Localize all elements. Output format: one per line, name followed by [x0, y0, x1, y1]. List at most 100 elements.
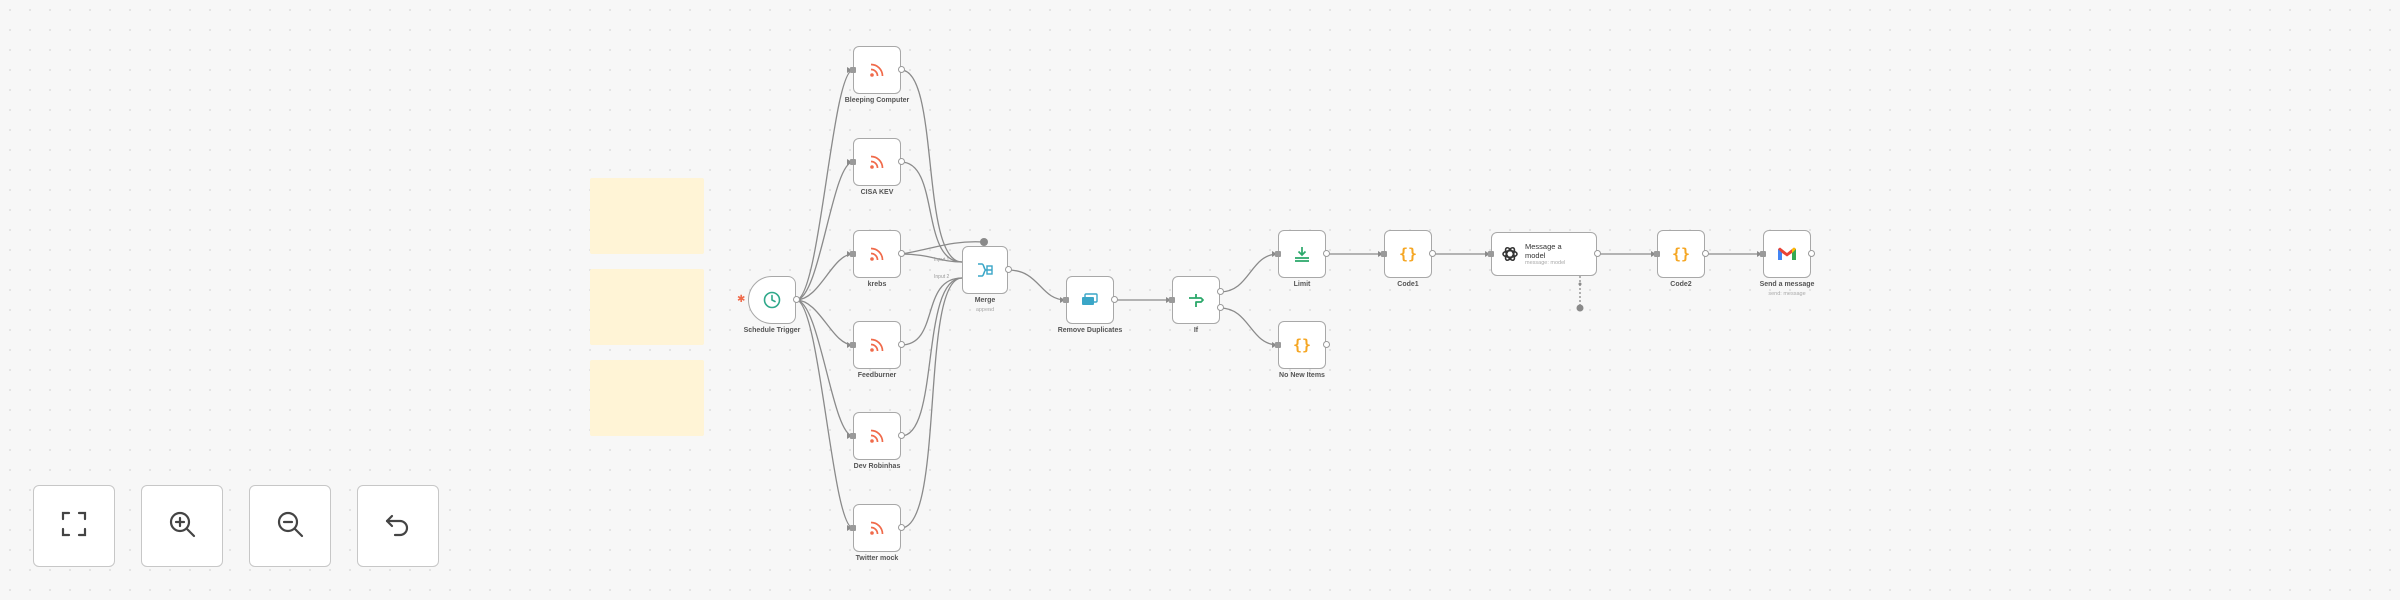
- input-handle[interactable]: [1654, 251, 1660, 257]
- code-icon: {}: [1670, 245, 1692, 263]
- output-handle[interactable]: [898, 432, 905, 439]
- output-handle[interactable]: [898, 250, 905, 257]
- input-handle[interactable]: [850, 525, 856, 531]
- output-handle[interactable]: [1429, 250, 1436, 257]
- openai-icon: [1500, 244, 1520, 264]
- input-handle[interactable]: [850, 342, 856, 348]
- rss-icon: [868, 336, 886, 354]
- input-handle[interactable]: [1169, 297, 1175, 303]
- output-handle-true[interactable]: [1217, 288, 1224, 295]
- code-icon: {}: [1291, 336, 1313, 354]
- node-label: No New Items: [1279, 372, 1325, 379]
- output-handle-false[interactable]: [1217, 304, 1224, 311]
- rss-icon: [868, 61, 886, 79]
- node-label: Code2: [1670, 281, 1692, 288]
- sticky-note[interactable]: [590, 360, 704, 436]
- node-rss-dev-robinhas[interactable]: [850, 412, 905, 460]
- input-handle[interactable]: [1760, 251, 1766, 257]
- node-label: Code1: [1397, 281, 1419, 288]
- node-label: Bleeping Computer: [844, 97, 910, 104]
- output-handle[interactable]: [898, 158, 905, 165]
- node-label: Merge: [974, 297, 996, 304]
- node-rss-krebs[interactable]: [850, 230, 905, 278]
- node-rss-bleeping-computer[interactable]: [850, 46, 905, 94]
- edge-trigger-rss5: [795, 299, 854, 437]
- node-label: Feedburner: [857, 372, 897, 379]
- output-handle[interactable]: [1702, 250, 1709, 257]
- output-handle[interactable]: [1005, 266, 1012, 273]
- input-handle[interactable]: [850, 433, 856, 439]
- edge-trigger-rss1: [795, 69, 854, 301]
- output-handle[interactable]: [898, 341, 905, 348]
- undo-icon: [383, 509, 413, 544]
- output-handle[interactable]: [1323, 341, 1330, 348]
- sticky-note[interactable]: [590, 178, 704, 254]
- model-sub-dot: [1576, 304, 1584, 312]
- output-handle[interactable]: [793, 296, 800, 303]
- node-gmail-send[interactable]: [1760, 230, 1815, 278]
- node-sub-label: append: [975, 307, 995, 313]
- node-rss-feedburner[interactable]: [850, 321, 905, 369]
- node-label: krebs: [867, 281, 887, 288]
- limit-icon: [1292, 244, 1312, 264]
- merge-icon: [975, 260, 995, 280]
- node-title: Message a model: [1525, 242, 1562, 260]
- node-sub-label: send: message: [1768, 291, 1806, 297]
- merge-top-dot: [980, 238, 988, 246]
- edge-trigger-rss3: [795, 253, 854, 301]
- node-no-new-items[interactable]: {}: [1275, 321, 1330, 369]
- node-remove-duplicates[interactable]: [1063, 276, 1118, 324]
- node-label: Send a message: [1759, 281, 1815, 288]
- rss-icon: [868, 245, 886, 263]
- gmail-icon: [1776, 245, 1798, 263]
- node-message-model[interactable]: Message a model message: model: [1488, 232, 1601, 276]
- output-handle[interactable]: [1808, 250, 1815, 257]
- node-merge[interactable]: [962, 246, 1012, 294]
- svg-text:{}: {}: [1399, 245, 1417, 263]
- node-label: Dev Robinhas: [853, 463, 901, 470]
- node-schedule-trigger[interactable]: [748, 276, 800, 324]
- node-if[interactable]: [1169, 276, 1224, 324]
- node-code1[interactable]: {}: [1381, 230, 1436, 278]
- rss-icon: [868, 427, 886, 445]
- rss-icon: [868, 519, 886, 537]
- node-rss-twitter-mock[interactable]: [850, 504, 905, 552]
- input-handle[interactable]: [850, 251, 856, 257]
- clock-icon: [762, 290, 782, 310]
- input-handle[interactable]: [1275, 251, 1281, 257]
- input-handle[interactable]: [1275, 342, 1281, 348]
- branch-icon: [1186, 290, 1206, 310]
- output-handle[interactable]: [1594, 250, 1601, 257]
- svg-text:{}: {}: [1672, 245, 1690, 263]
- input-handle[interactable]: [1063, 297, 1069, 303]
- edge-rss6-merge: [900, 277, 963, 529]
- node-code2[interactable]: {}: [1654, 230, 1709, 278]
- node-limit[interactable]: [1275, 230, 1330, 278]
- edge-rss3-merge: [900, 253, 963, 263]
- output-handle[interactable]: [898, 66, 905, 73]
- edge-merge-dedup: [1007, 269, 1067, 301]
- zoom-out-button[interactable]: [249, 485, 331, 567]
- merge-input-2-label: Input 2: [934, 274, 950, 280]
- input-handle[interactable]: [850, 67, 856, 73]
- output-handle[interactable]: [1323, 250, 1330, 257]
- edge-trigger-rss2: [795, 161, 854, 301]
- edge-trigger-rss6: [795, 299, 854, 529]
- sticky-note[interactable]: [590, 269, 704, 345]
- output-handle[interactable]: [1111, 296, 1118, 303]
- node-rss-cisa-kev[interactable]: [850, 138, 905, 186]
- zoom-in-button[interactable]: [141, 485, 223, 567]
- output-handle[interactable]: [898, 524, 905, 531]
- zoom-out-icon: [275, 509, 305, 544]
- node-label: CISA KEV: [860, 189, 894, 196]
- node-label: Remove Duplicates: [1057, 327, 1123, 334]
- input-handle[interactable]: [1381, 251, 1387, 257]
- input-handle[interactable]: [1488, 251, 1494, 257]
- undo-button[interactable]: [357, 485, 439, 567]
- fit-view-button[interactable]: [33, 485, 115, 567]
- fit-view-icon: [59, 509, 89, 544]
- node-sub-label: message: model: [1525, 260, 1566, 266]
- input-handle[interactable]: [850, 159, 856, 165]
- node-label: Limit: [1293, 281, 1311, 288]
